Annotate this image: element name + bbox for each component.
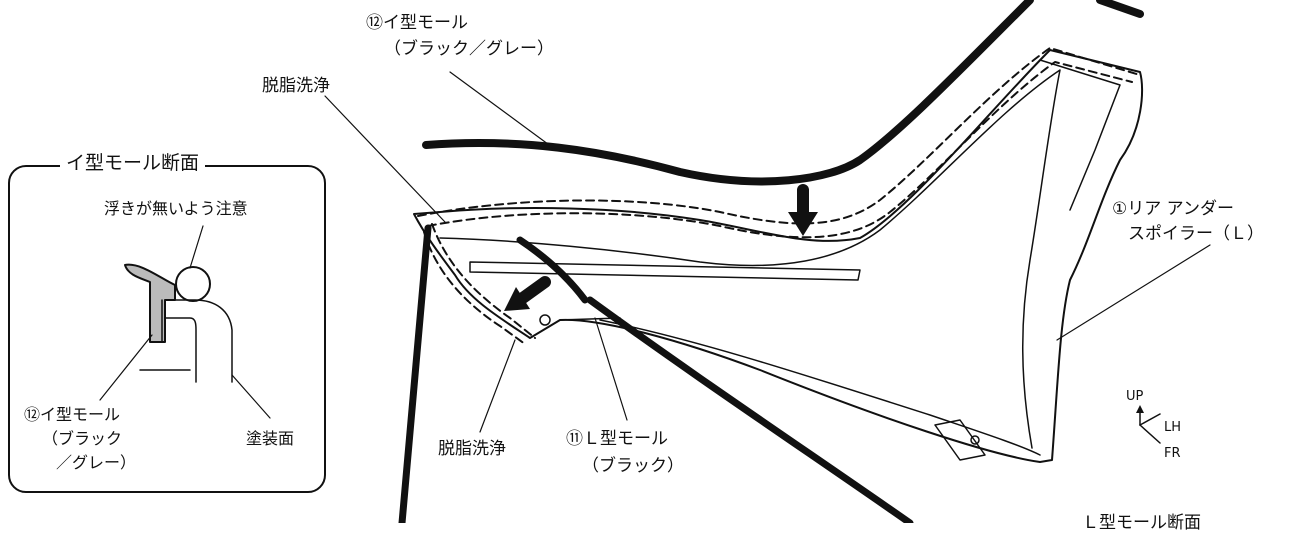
axis-up-label: UP [1126, 389, 1144, 404]
spoiler-lower-lip [599, 319, 1041, 456]
degrease-zone-top [417, 47, 1141, 225]
i-molding-section-drawing [124, 263, 176, 343]
inset-part-label: ⑫イ型モール [24, 405, 121, 424]
spoiler-label: ①リア アンダー [1112, 199, 1234, 219]
inset-note-label: 浮きが無いよう注意 [104, 199, 248, 218]
inset-surface-label: 塗装面 [246, 429, 295, 448]
recess-strip [469, 261, 861, 281]
inset-part-color-label: （ブラック [42, 429, 123, 448]
molding-i-color-label: （ブラック／グレー） [384, 39, 554, 59]
axis-fr-label: FR [1164, 446, 1181, 461]
degrease-label-top: 脱脂洗浄 [262, 76, 330, 96]
l-molding-strip [516, 236, 589, 304]
attention-circle [175, 266, 211, 302]
spoiler-installation-diagram [99, 0, 1211, 523]
molding-l-label: ⑪Ｌ型モール [566, 429, 668, 449]
i-molding-strip [422, 0, 1034, 186]
axis-lh-label: LH [1164, 420, 1182, 435]
inset-part-color-label-2: ／グレー） [56, 453, 137, 472]
spoiler-inner-ridge [439, 69, 1061, 449]
i-molding-strip-tail [1096, 0, 1144, 18]
l-molding-section-title: Ｌ型モール断面 [1082, 513, 1201, 533]
press-arrow-left [514, 276, 551, 306]
spoiler-outline [413, 49, 1144, 463]
molding-i-label: ⑫イ型モール [366, 13, 468, 33]
degrease-label-bottom: 脱脂洗浄 [438, 439, 506, 459]
degrease-zone-bottom [431, 223, 536, 339]
spoiler-name-label: スポイラー（Ｌ） [1128, 224, 1264, 244]
inset-title: イ型モール断面 [60, 150, 206, 176]
molding-l-color-label: （ブラック） [582, 456, 684, 476]
